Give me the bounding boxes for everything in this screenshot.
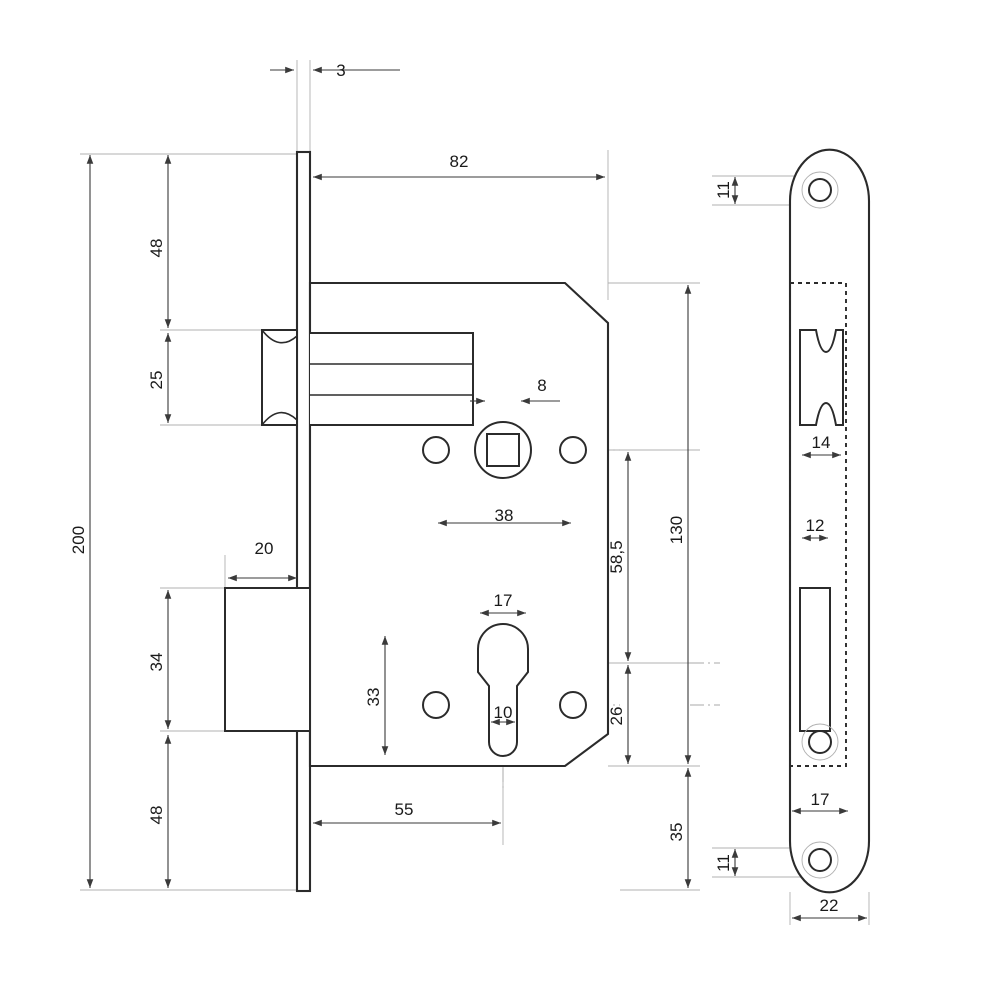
forend-screw-hole-mid-countersink <box>801 723 839 761</box>
dim-label-latch-aperture-width: 14 <box>812 433 831 452</box>
dim-label-backset: 55 <box>395 800 414 819</box>
dim-label-cylinder-head: 17 <box>494 591 513 610</box>
dim-label-forend-screw-edge-bottom: 11 <box>714 854 733 872</box>
forend-bolt-aperture <box>799 587 831 732</box>
dim-label-case-height: 130 <box>667 516 686 544</box>
dim-label-follower-to-cylinder: 58,5 <box>607 540 626 573</box>
latch-bolt-concave-bottom <box>261 411 298 426</box>
latch-bolt-protruding <box>261 329 298 426</box>
dim-label-top-to-latch: 48 <box>147 239 166 258</box>
dim-label-forend-screw-edge-top: 11 <box>714 181 733 199</box>
dim-label-deadbolt-throw: 20 <box>255 539 274 558</box>
latch-bolt-inner <box>310 332 474 426</box>
dim-label-latch-height: 25 <box>147 371 166 390</box>
dimension-labels: 3 82 200 48 25 34 48 20 8 38 17 10 33 55… <box>69 61 838 915</box>
dim-label-forend-width: 22 <box>820 896 839 915</box>
dim-label-case-depth: 82 <box>450 152 469 171</box>
dead-bolt-protruding <box>224 587 311 732</box>
dim-label-cylinder-to-bottom: 26 <box>607 707 626 726</box>
dim-label-follower-square: 8 <box>537 376 546 395</box>
forend-hidden-plate-outline <box>789 282 847 767</box>
fixing-hole-lower-left <box>422 691 450 719</box>
forend-screw-hole-bottom <box>808 848 832 872</box>
forend-latch-aperture <box>799 329 844 426</box>
dim-label-bolt-aperture-width: 12 <box>806 516 825 535</box>
fixing-hole-lower-right <box>559 691 587 719</box>
forend-screw-hole-top-countersink <box>801 171 839 209</box>
euro-cylinder-cutout <box>477 623 529 757</box>
dim-label-hidden-plate-width: 17 <box>811 790 830 809</box>
forend-plate-outline <box>788 148 871 894</box>
forend-screw-hole-mid <box>808 730 832 754</box>
dim-label-hole-pitch: 38 <box>495 506 514 525</box>
follower-square-hole <box>486 433 520 467</box>
forend-screw-hole-bottom-countersink <box>801 841 839 879</box>
latch-bolt-concave-top <box>261 329 298 344</box>
side-view-dimension-lines <box>86 66 692 888</box>
dim-label-cylinder-neck: 10 <box>494 703 513 722</box>
dim-label-faceplate-thickness: 3 <box>336 61 345 80</box>
dim-label-overall-height: 200 <box>69 526 88 554</box>
dim-label-bottom-extension: 35 <box>667 823 686 842</box>
dim-label-deadbolt-height: 34 <box>147 653 166 672</box>
dim-label-cylinder-hole-pitch: 33 <box>364 688 383 707</box>
faceplate-edge <box>295 150 312 893</box>
forend-screw-holes <box>801 171 839 879</box>
fixing-hole-upper-right <box>559 436 587 464</box>
fixing-hole-upper-left <box>422 436 450 464</box>
follower-hole-circle <box>474 421 532 479</box>
face-view-dimension-lines <box>731 177 867 922</box>
forend-screw-hole-top <box>808 178 832 202</box>
dim-label-bottom-to-deadbolt: 48 <box>147 806 166 825</box>
